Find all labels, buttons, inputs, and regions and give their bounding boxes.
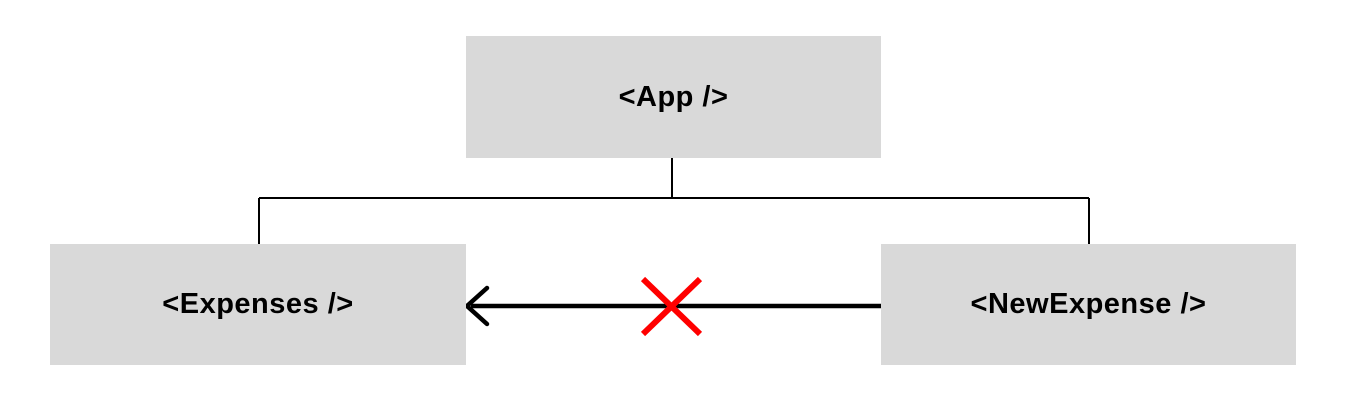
arrow-head-icon	[463, 285, 490, 327]
node-expenses: <Expenses />	[50, 244, 466, 365]
node-new-expense-label: <NewExpense />	[970, 288, 1207, 320]
parent-child-connector-lines	[258, 158, 1090, 244]
red-x-icon	[640, 276, 703, 337]
node-app: <App />	[466, 36, 881, 158]
node-new-expense: <NewExpense />	[881, 244, 1296, 365]
node-expenses-label: <Expenses />	[162, 288, 354, 320]
node-app-label: <App />	[618, 80, 729, 113]
